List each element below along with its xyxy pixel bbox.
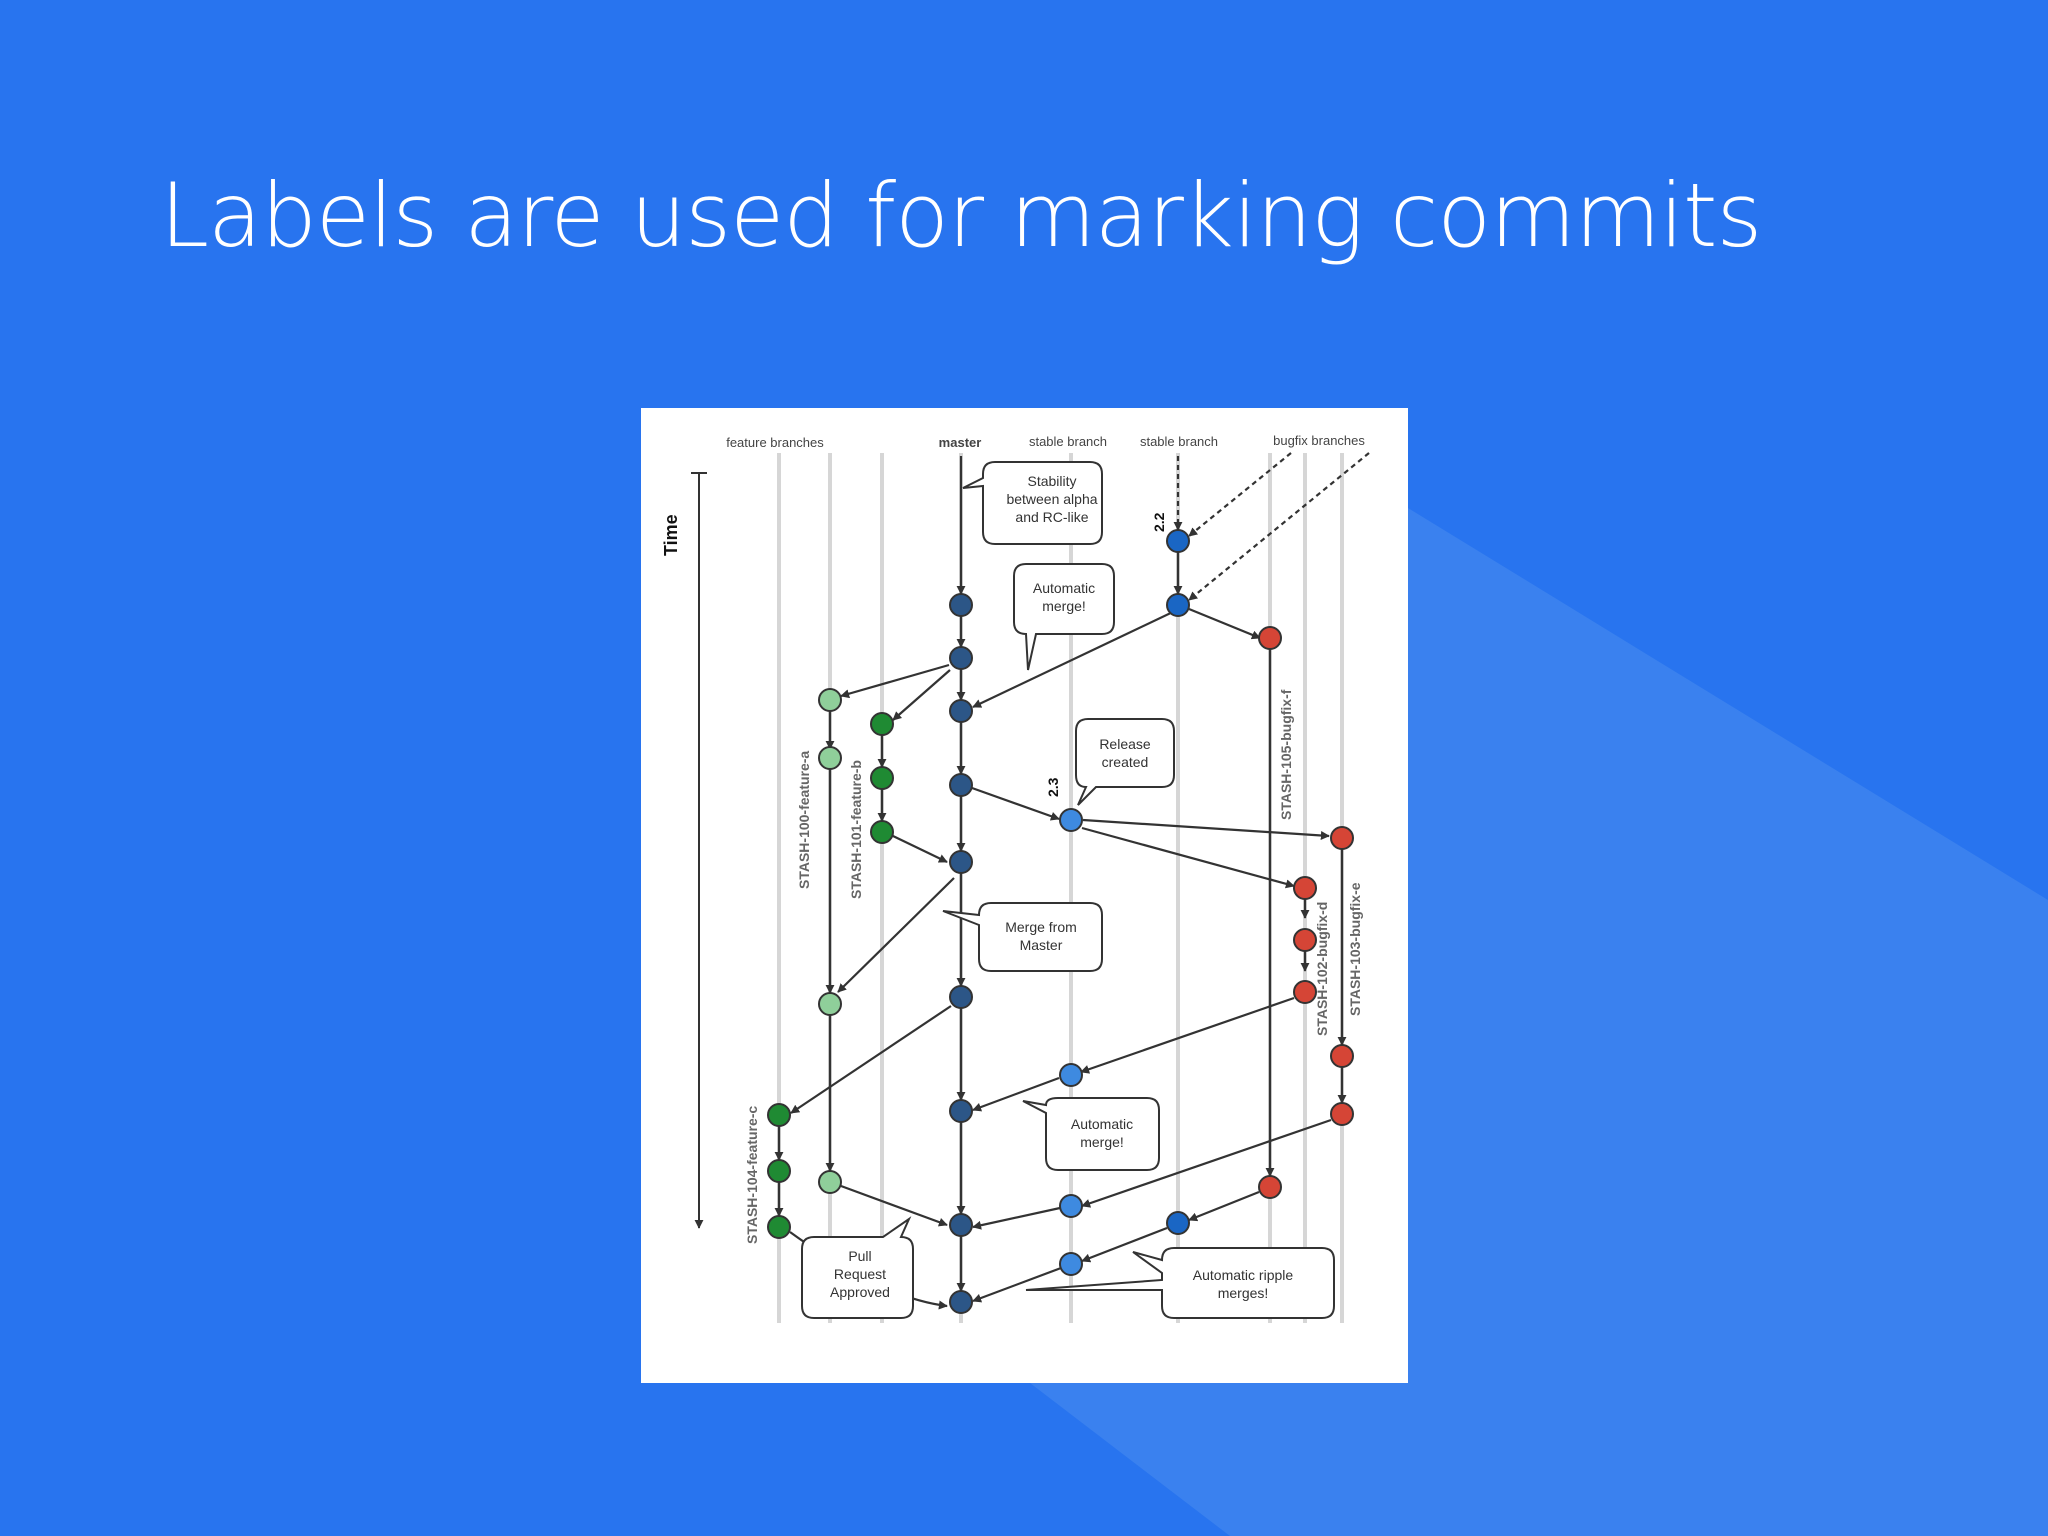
callout-automatic-merge-1: Automatic merge! bbox=[1013, 563, 1115, 671]
bugfix-f-commit bbox=[1258, 1175, 1282, 1199]
bugfix-e-commit bbox=[1330, 826, 1354, 850]
master-commit bbox=[949, 985, 973, 1009]
callout-merge-from-master: Merge from Master bbox=[942, 902, 1103, 972]
callout-stability-line-3: and RC-like bbox=[1015, 509, 1088, 525]
bugfix-d-commit bbox=[1293, 980, 1317, 1004]
branch-label-feature-b: STASH-101-feature-b bbox=[848, 760, 864, 899]
callout-auto-merge-1-line-2: merge! bbox=[1042, 598, 1086, 614]
time-axis: Time bbox=[661, 472, 707, 1229]
callout-release-line-2: created bbox=[1102, 754, 1149, 770]
header-feature-branches: feature branches bbox=[726, 435, 824, 450]
feature-a-commit bbox=[818, 688, 842, 712]
callout-release-line-1: Release bbox=[1099, 736, 1151, 752]
stable-commit bbox=[1059, 1252, 1083, 1276]
callout-automatic-merge-2: Automatic merge! bbox=[1022, 1097, 1160, 1171]
callout-ripple-line-1: Automatic ripple bbox=[1193, 1267, 1294, 1283]
callout-auto-merge-2-line-1: Automatic bbox=[1071, 1116, 1133, 1132]
slide-title: Labels are used for marking commits bbox=[160, 164, 1762, 267]
callout-release-created: Release created bbox=[1075, 718, 1175, 806]
branch-label-feature-c: STASH-104-feature-c bbox=[744, 1106, 760, 1244]
feature-c-commit bbox=[767, 1215, 791, 1239]
bugfix-d-commit bbox=[1293, 928, 1317, 952]
feature-c-commit bbox=[767, 1103, 791, 1127]
feature-c-commit bbox=[767, 1159, 791, 1183]
commit-edges bbox=[774, 452, 1370, 1310]
header-bugfix-branches: bugfix branches bbox=[1273, 433, 1365, 448]
branch-label-feature-a: STASH-100-feature-a bbox=[796, 751, 812, 889]
callout-pull-request-approved: Pull Request Approved bbox=[801, 1216, 914, 1319]
callout-ripple-line-2: merges! bbox=[1218, 1285, 1269, 1301]
stable-commit bbox=[1166, 529, 1190, 553]
time-label: Time bbox=[661, 514, 681, 556]
version-tag-2-3: 2.3 bbox=[1045, 777, 1061, 797]
feature-b-commit bbox=[870, 766, 894, 790]
callout-auto-merge-2-line-2: merge! bbox=[1080, 1134, 1124, 1150]
stable-commit bbox=[1166, 1211, 1190, 1235]
feature-b-commit bbox=[870, 712, 894, 736]
feature-commits bbox=[767, 688, 894, 1239]
master-commit bbox=[949, 593, 973, 617]
callout-pull-request-line-2: Request bbox=[834, 1266, 886, 1282]
branch-label-bugfix-e: STASH-103-bugfix-e bbox=[1347, 882, 1363, 1016]
header-stable-branch-1: stable branch bbox=[1029, 434, 1107, 449]
stable-commit bbox=[1166, 593, 1190, 617]
callout-stability: Stability between alpha and RC-like bbox=[962, 461, 1103, 545]
feature-a-commit bbox=[818, 992, 842, 1016]
bugfix-d-commit bbox=[1293, 876, 1317, 900]
callout-automatic-ripple-merges: Automatic ripple merges! bbox=[1025, 1247, 1335, 1319]
master-commit bbox=[949, 1099, 973, 1123]
stable-commit bbox=[1059, 1063, 1083, 1087]
feature-a-commit bbox=[818, 746, 842, 770]
feature-a-commit bbox=[818, 1170, 842, 1194]
stable-commit bbox=[1059, 808, 1083, 832]
master-commit bbox=[949, 699, 973, 723]
master-commit bbox=[949, 773, 973, 797]
master-commit bbox=[949, 646, 973, 670]
bugfix-f-commit bbox=[1258, 626, 1282, 650]
master-commits bbox=[949, 593, 973, 1314]
feature-b-commit bbox=[870, 820, 894, 844]
stable-commits bbox=[1059, 529, 1190, 1276]
git-branching-diagram: feature branches master stable branch st… bbox=[641, 408, 1408, 1383]
branch-label-bugfix-f: STASH-105-bugfix-f bbox=[1278, 689, 1294, 820]
stable-commit bbox=[1059, 1194, 1083, 1218]
bugfix-commits bbox=[1258, 626, 1354, 1199]
header-master: master bbox=[939, 435, 982, 450]
callout-stability-line-1: Stability bbox=[1027, 473, 1076, 489]
callout-pull-request-line-1: Pull bbox=[848, 1248, 871, 1264]
version-tag-2-2: 2.2 bbox=[1151, 512, 1167, 532]
bugfix-e-commit bbox=[1330, 1044, 1354, 1068]
master-commit bbox=[949, 1290, 973, 1314]
callout-stability-line-2: between alpha bbox=[1006, 491, 1097, 507]
master-commit bbox=[949, 1213, 973, 1237]
branch-label-bugfix-d: STASH-102-bugfix-d bbox=[1314, 902, 1330, 1036]
callout-merge-master-line-1: Merge from bbox=[1005, 919, 1077, 935]
header-stable-branch-2: stable branch bbox=[1140, 434, 1218, 449]
callout-merge-master-line-2: Master bbox=[1020, 937, 1063, 953]
callout-pull-request-line-3: Approved bbox=[830, 1284, 890, 1300]
callout-auto-merge-1-line-1: Automatic bbox=[1033, 580, 1095, 596]
master-commit bbox=[949, 850, 973, 874]
bugfix-e-commit bbox=[1330, 1102, 1354, 1126]
